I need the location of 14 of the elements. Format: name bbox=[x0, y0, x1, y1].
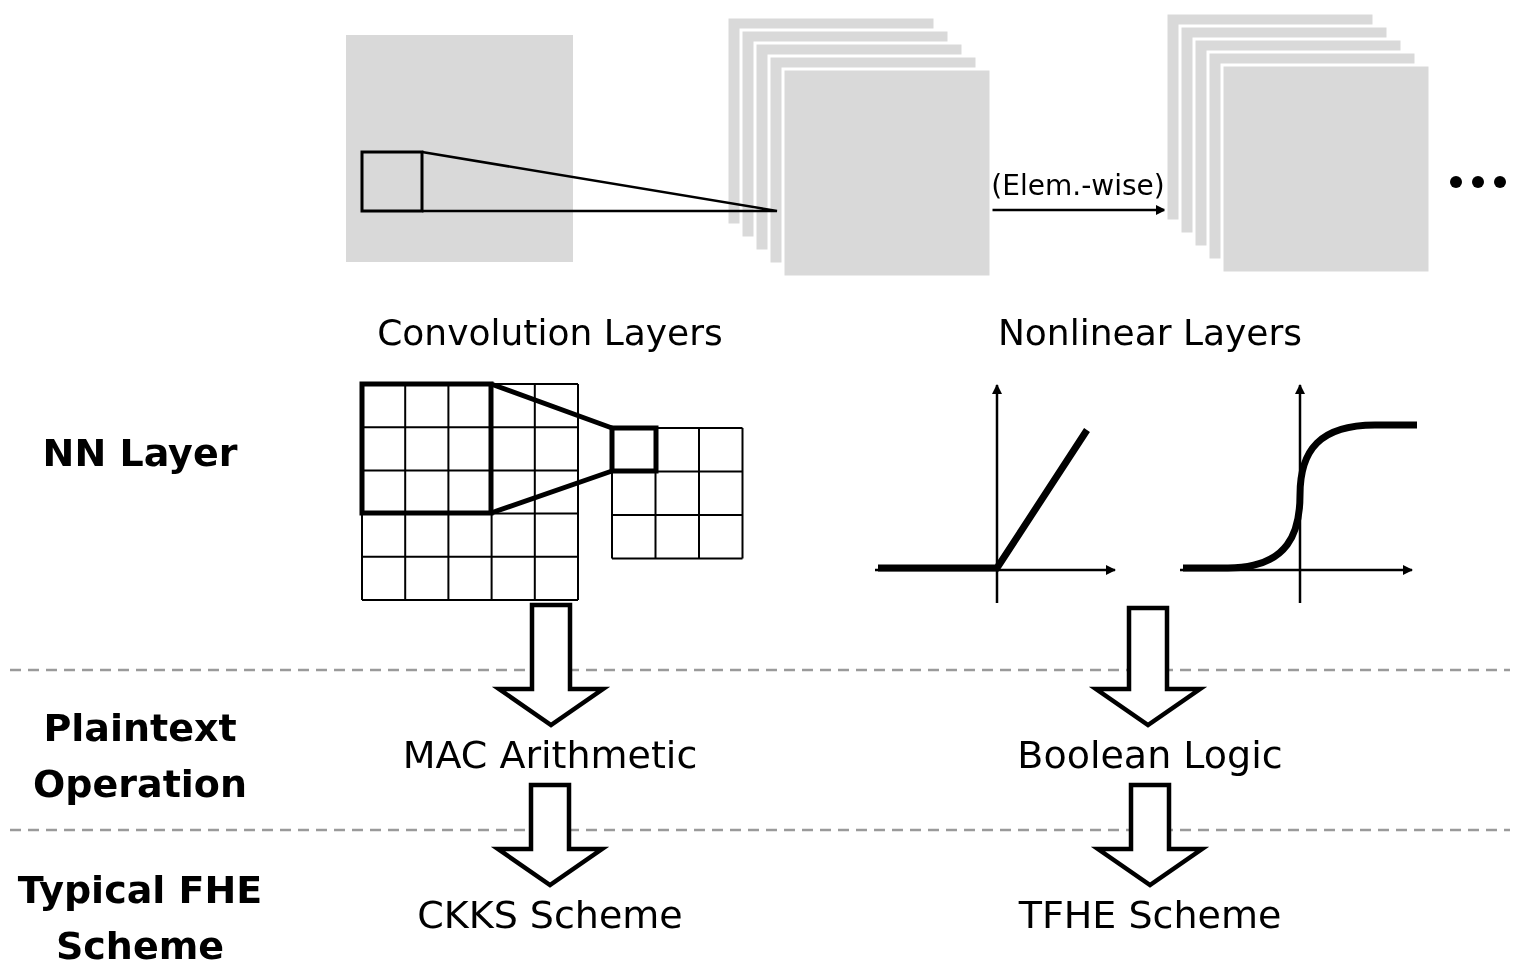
row-heading: Typical FHE Scheme bbox=[16, 867, 264, 963]
row-heading: NN Layer bbox=[41, 430, 239, 477]
arrow bbox=[991, 205, 1166, 215]
scheme-label: CKKS Scheme bbox=[345, 885, 755, 945]
layer-caption: Convolution Layers bbox=[376, 311, 724, 355]
hollow-arrow bbox=[491, 602, 611, 728]
hollow-arrow bbox=[1088, 605, 1208, 728]
operation-label: Boolean Logic bbox=[945, 725, 1355, 785]
scheme-label: TFHE Scheme bbox=[945, 885, 1355, 945]
hollow-arrow bbox=[1090, 782, 1210, 888]
operation-label: MAC Arithmetic bbox=[345, 725, 755, 785]
layer-caption: Nonlinear Layers bbox=[996, 311, 1304, 355]
row-heading: Plaintext Operation bbox=[32, 705, 248, 808]
hollow-arrow bbox=[490, 782, 610, 888]
